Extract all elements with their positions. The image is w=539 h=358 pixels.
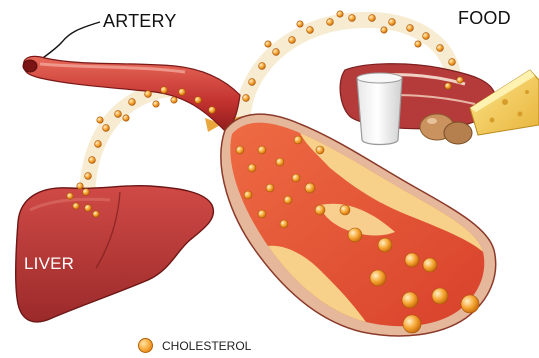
cholesterol-particle bbox=[153, 101, 159, 107]
cholesterol-particle bbox=[97, 117, 103, 123]
cholesterol-particle bbox=[83, 189, 90, 196]
cholesterol-particle-icon bbox=[138, 338, 153, 353]
cholesterol-particle bbox=[407, 25, 414, 32]
cholesterol-particle bbox=[85, 205, 92, 212]
cholesterol-particle bbox=[195, 97, 202, 104]
cholesterol-particle bbox=[307, 27, 314, 34]
cholesterol-particle bbox=[348, 228, 362, 242]
cholesterol-particle bbox=[145, 91, 152, 98]
liver-label: LIVER bbox=[24, 254, 74, 274]
cholesterol-particle bbox=[276, 158, 284, 166]
cholesterol-particle bbox=[265, 41, 271, 47]
cholesterol-particle bbox=[389, 19, 396, 26]
cholesterol-particle bbox=[258, 210, 266, 218]
cholesterol-particle bbox=[327, 19, 334, 26]
cholesterol-particle bbox=[297, 21, 303, 27]
cholesterol-particle bbox=[316, 146, 324, 154]
food-illustration bbox=[340, 64, 539, 145]
cholesterol-particle bbox=[266, 184, 274, 192]
cholesterol-particle bbox=[103, 125, 110, 132]
egg bbox=[444, 122, 472, 144]
cholesterol-particle bbox=[179, 89, 186, 96]
cholesterol-particle bbox=[236, 146, 244, 154]
cholesterol-particle bbox=[305, 183, 315, 193]
cholesterol-particle bbox=[423, 33, 430, 40]
cholesterol-particle bbox=[370, 270, 386, 286]
legend-label: CHOLESTEROL bbox=[162, 339, 251, 353]
cholesterol-particle bbox=[209, 107, 216, 114]
cholesterol-particle bbox=[244, 191, 252, 199]
milk-glass bbox=[357, 78, 402, 145]
cholesterol-particle bbox=[93, 211, 99, 217]
cholesterol-particle bbox=[95, 141, 102, 148]
cholesterol-particle bbox=[171, 97, 177, 103]
cholesterol-particle bbox=[457, 77, 463, 83]
cholesterol-particle bbox=[432, 288, 448, 304]
cholesterol-particle bbox=[402, 292, 418, 308]
cholesterol-particle bbox=[77, 183, 83, 189]
cholesterol-particle bbox=[449, 59, 456, 66]
artery-label: ARTERY bbox=[103, 11, 177, 32]
cholesterol-particle bbox=[337, 11, 343, 17]
cholesterol-particle bbox=[248, 164, 256, 172]
cholesterol-particle bbox=[89, 157, 96, 164]
cholesterol-particle bbox=[445, 83, 451, 89]
cholesterol-particle bbox=[129, 99, 136, 106]
cholesterol-particle bbox=[405, 253, 419, 267]
cholesterol-particle bbox=[115, 111, 122, 118]
cholesterol-particle bbox=[315, 205, 325, 215]
food-label: FOOD bbox=[458, 8, 511, 29]
cholesterol-particle bbox=[73, 203, 79, 209]
cholesterol-particle bbox=[461, 295, 479, 313]
cholesterol-particle bbox=[292, 174, 300, 182]
cholesterol-particle bbox=[378, 238, 392, 252]
cholesterol-particle bbox=[280, 220, 288, 228]
cholesterol-particle bbox=[67, 193, 73, 199]
cholesterol-particle bbox=[423, 258, 437, 272]
artery-opening bbox=[23, 60, 37, 72]
cholesterol-particle bbox=[284, 196, 292, 204]
legend: CHOLESTEROL bbox=[138, 338, 251, 353]
cholesterol-particle bbox=[289, 37, 296, 44]
cholesterol-particle bbox=[85, 173, 92, 180]
cholesterol-particle bbox=[381, 27, 387, 33]
cholesterol-particle bbox=[340, 205, 350, 215]
cholesterol-particle bbox=[415, 41, 421, 47]
cholesterol-particle bbox=[258, 146, 266, 154]
cholesterol-particle bbox=[249, 79, 256, 86]
cholesterol-particle bbox=[243, 95, 250, 102]
cholesterol-particle bbox=[349, 15, 356, 22]
cholesterol-particle bbox=[437, 45, 444, 52]
cholesterol-particle bbox=[161, 87, 168, 94]
cholesterol-particle bbox=[403, 315, 421, 333]
cholesterol-particle bbox=[123, 115, 129, 121]
cholesterol-particle bbox=[259, 63, 266, 70]
cholesterol-particle bbox=[369, 15, 376, 22]
cholesterol-particle bbox=[294, 136, 302, 144]
cholesterol-particle bbox=[273, 49, 280, 56]
